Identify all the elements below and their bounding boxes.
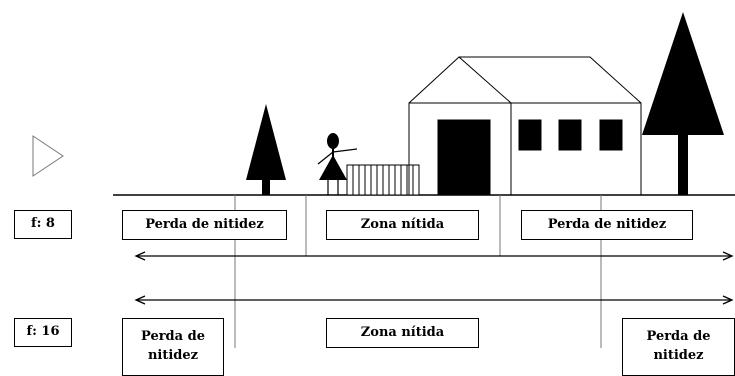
house-icon	[408, 56, 642, 196]
f16-aperture-label: f: 16	[14, 318, 72, 347]
f16-left-blur-line1: Perda de	[141, 329, 205, 345]
fence-icon	[346, 164, 420, 196]
f16-right-blur-line2: nitidez	[653, 348, 704, 363]
f8-aperture-label: f: 8	[14, 210, 72, 239]
f16-right-blur-line1: Perda de	[646, 329, 711, 345]
f16-left-blur-zone: Perda de nitidez	[122, 318, 224, 376]
f16-right-blur-zone: Perda de nitidez	[622, 318, 735, 376]
person-icon	[317, 133, 358, 195]
small-tree-icon	[246, 104, 286, 195]
f16-sharp-zone: Zona nítida	[326, 318, 479, 348]
f8-right-blur-zone: Perda de nitidez	[521, 210, 693, 240]
f8-sharp-zone: Zona nítida	[326, 210, 479, 240]
f8-left-blur-zone: Perda de nitidez	[122, 210, 287, 240]
f16-range-arrow	[134, 295, 734, 305]
big-tree-icon	[642, 12, 724, 195]
f16-left-blur-line2: nitidez	[147, 348, 199, 363]
f8-range-arrow	[134, 251, 734, 261]
camera-viewpoint-triangle	[32, 135, 64, 177]
